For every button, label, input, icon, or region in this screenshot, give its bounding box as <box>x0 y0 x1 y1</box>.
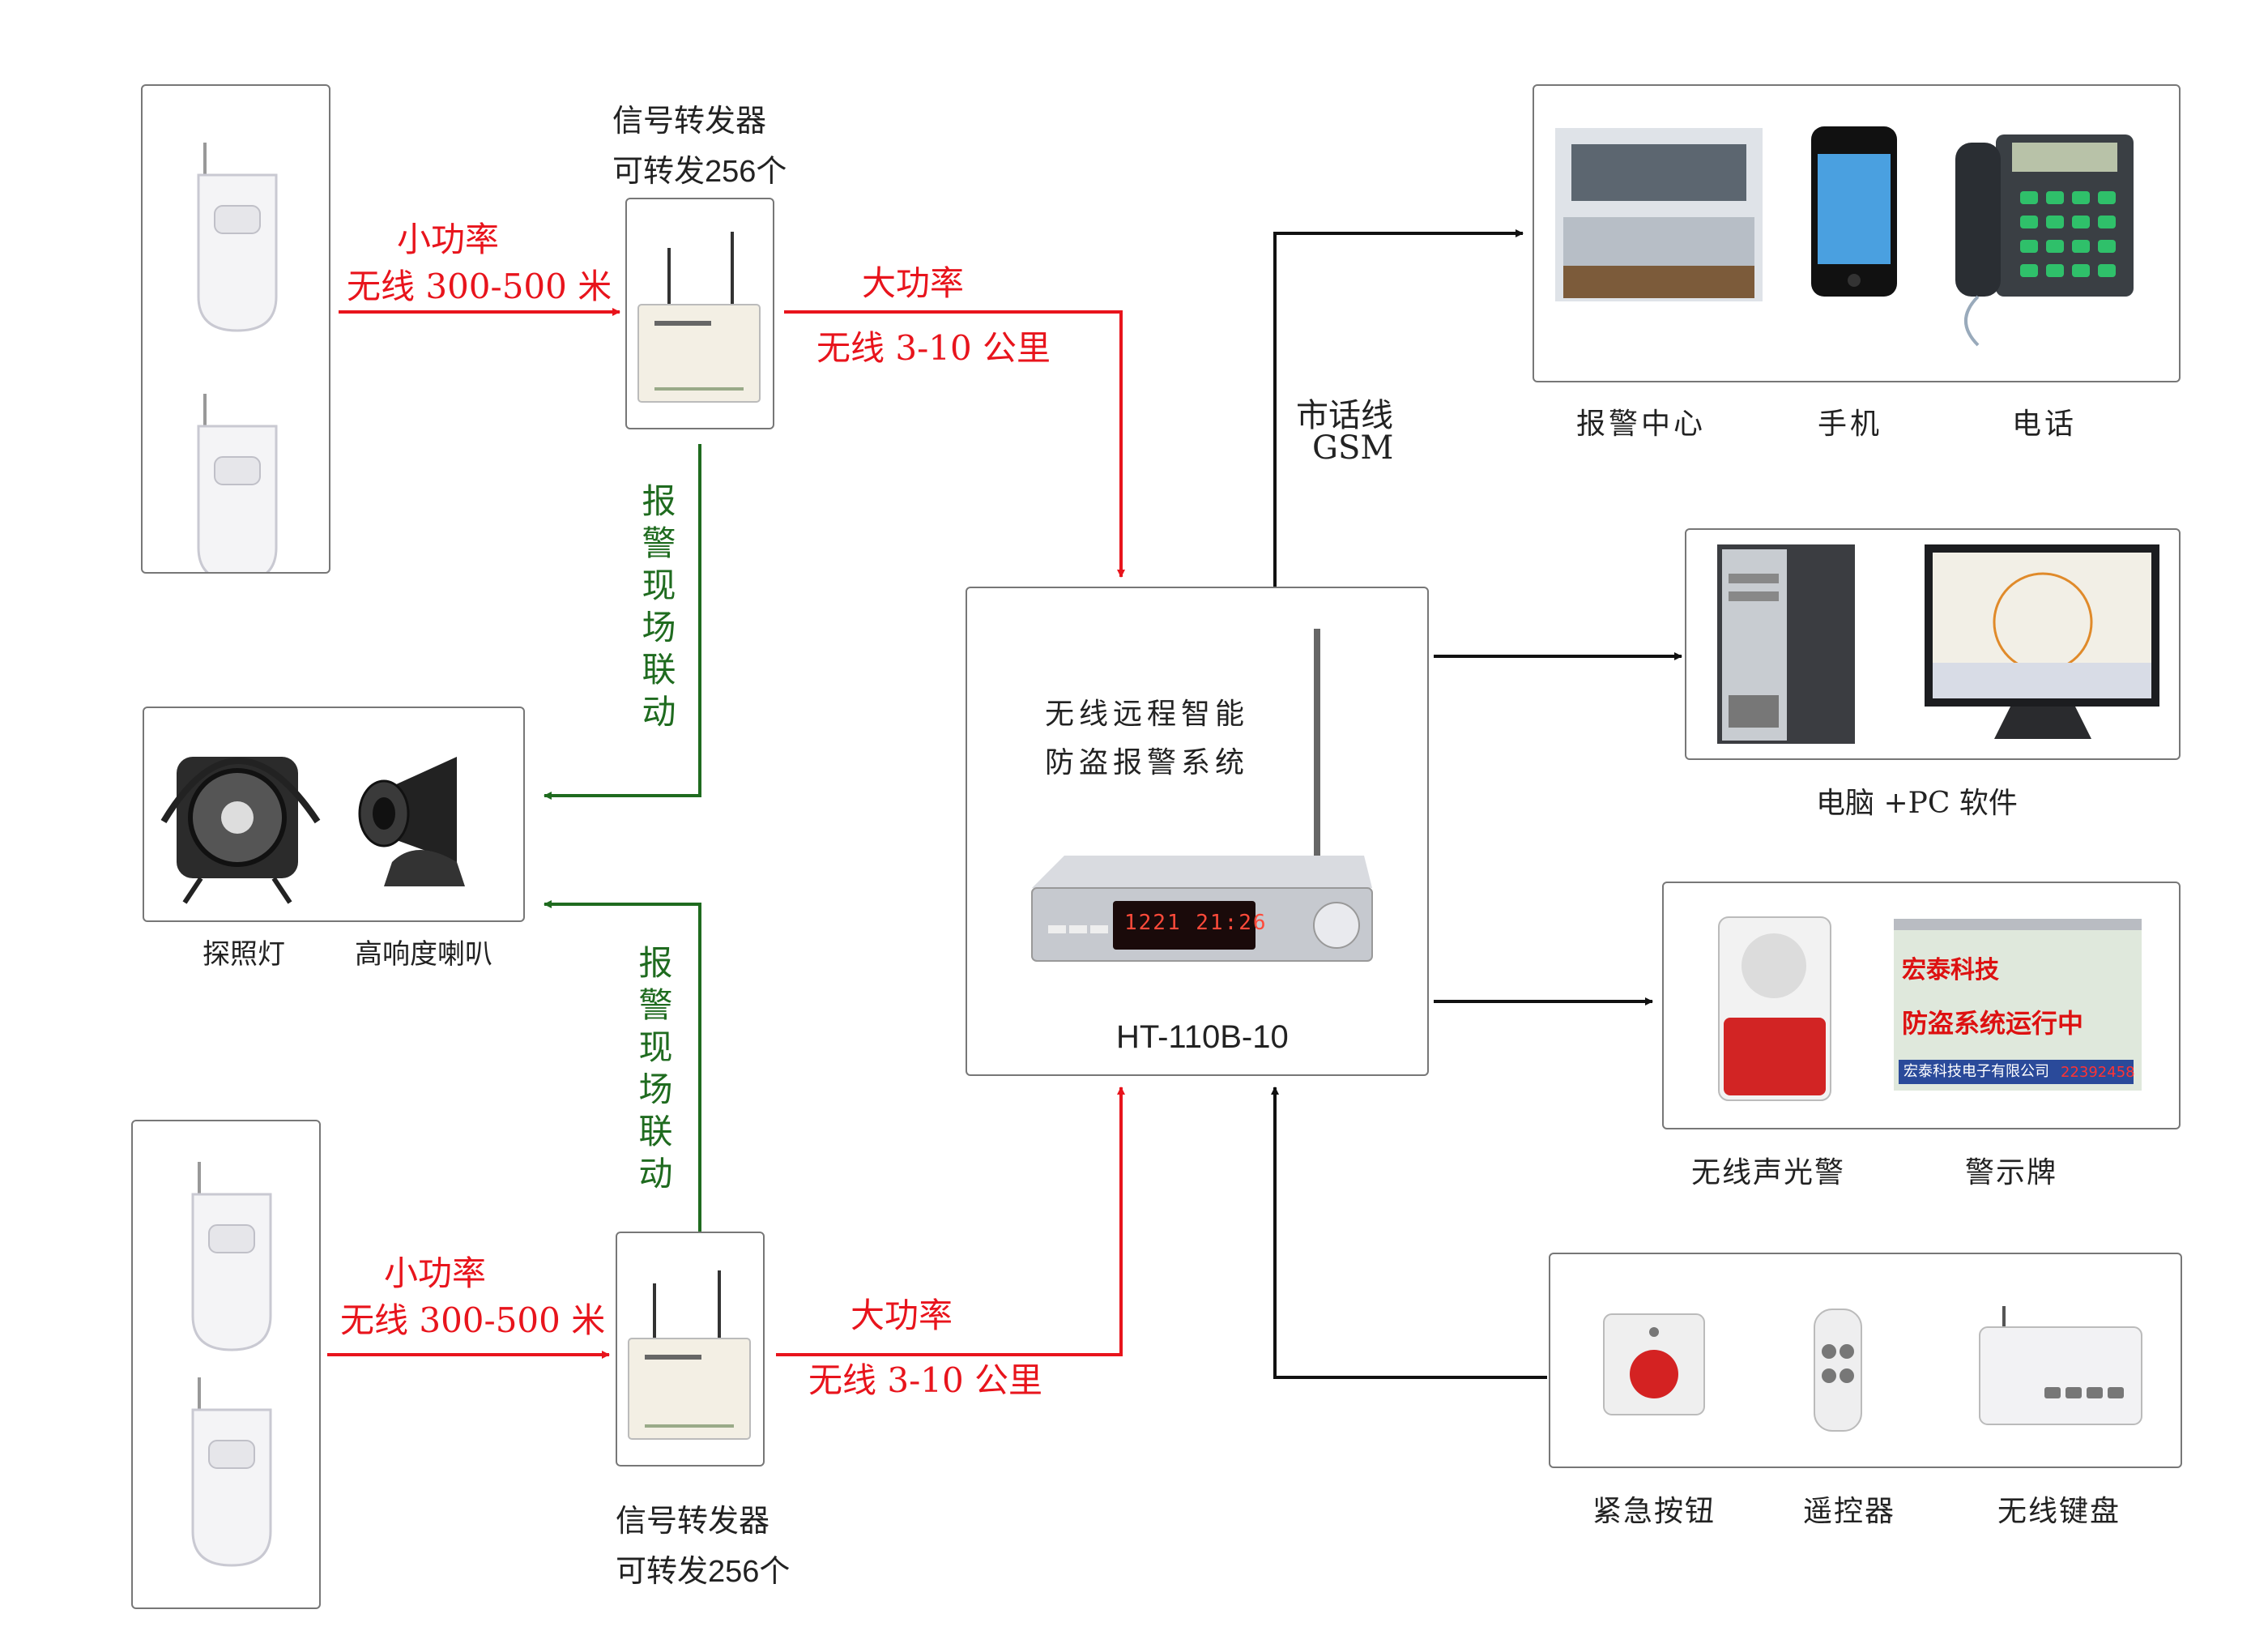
bottom-repeater-title: 信号转发器 <box>616 1505 770 1539</box>
bottom-low-power-label: 小功率 <box>384 1253 487 1293</box>
host-title-line1: 无线远程智能 <box>1045 698 1250 731</box>
siren-label: 无线声光警 <box>1691 1156 1846 1189</box>
alarm-host-device-icon <box>1031 629 1373 962</box>
host-title-line2: 防盗报警系统 <box>1045 746 1250 779</box>
pir-sensor-icon <box>191 1162 272 1567</box>
phone-link-gsm: GSM <box>1312 429 1394 467</box>
warning-output-box: 宏泰科技 防盗系统运行中 宏泰科技电子有限公司 22392458 <box>1662 882 2181 1129</box>
horn-label: 高响度喇叭 <box>355 938 492 971</box>
bottom-high-power-range: 无线 3-10 公里 <box>808 1360 1043 1400</box>
alarm-center-label: 报警中心 <box>1576 408 1707 441</box>
warning-sign-company: 宏泰科技 <box>1902 956 1999 984</box>
top-high-power-label: 大功率 <box>862 263 965 303</box>
mobile-phone-icon <box>1811 126 1897 297</box>
bottom-repeater-capacity: 可转发256个 <box>616 1555 791 1589</box>
wireless-keypad-icon <box>1979 1306 2142 1425</box>
top-repeater-title: 信号转发器 <box>612 105 767 139</box>
repeater-icon <box>637 232 761 403</box>
linkage-bottom-label: 报警现场联动 <box>633 945 673 1198</box>
phone-output-arrow <box>1273 229 1524 588</box>
input-devices-box <box>1549 1253 2182 1468</box>
phone-outputs-box <box>1533 84 2181 382</box>
top-low-power-range: 无线 300-500 米 <box>347 267 612 306</box>
bottom-low-power-range: 无线 300-500 米 <box>340 1300 606 1340</box>
sign-label: 警示牌 <box>1965 1156 2058 1189</box>
top-repeater-capacity: 可转发256个 <box>612 155 787 189</box>
desktop-computer-icon <box>1717 544 1855 744</box>
bottom-repeater-box <box>616 1232 765 1467</box>
siren-strobe-icon <box>1718 916 1831 1101</box>
warning-sign-status: 防盗系统运行中 <box>1902 1008 2084 1039</box>
input-devices-arrow <box>1271 1087 1547 1379</box>
top-high-power-arrow <box>784 310 1125 578</box>
remote-control-icon <box>1814 1309 1862 1432</box>
mobile-label: 手机 <box>1818 408 1883 441</box>
linkage-top-label: 报警现场联动 <box>637 483 676 736</box>
linkage-top-arrow <box>544 444 701 800</box>
remote-control-label: 遥控器 <box>1803 1495 1896 1528</box>
host-display-readout: 1221 21:26 <box>1124 911 1268 935</box>
top-repeater-box <box>625 198 774 429</box>
telephone-icon <box>1955 134 2134 347</box>
monitor-icon <box>1925 544 2159 739</box>
bottom-high-power-label: 大功率 <box>850 1296 953 1335</box>
searchlight-icon <box>160 757 321 904</box>
telephone-label: 电话 <box>2012 408 2078 441</box>
bottom-sensor-group <box>131 1120 321 1609</box>
horn-speaker-icon <box>358 757 465 886</box>
host-model: HT-110B-10 <box>1116 1019 1289 1055</box>
repeater-icon <box>628 1270 751 1440</box>
panic-button-label: 紧急按钮 <box>1592 1495 1716 1528</box>
linkage-bottom-arrow <box>544 900 701 1232</box>
panic-button-icon <box>1603 1313 1705 1415</box>
warning-sign-phone: 22392458 <box>2061 1064 2135 1081</box>
pc-software-label: 电脑 +PC 软件 <box>1816 787 2018 820</box>
top-high-power-range: 无线 3-10 公里 <box>816 328 1051 368</box>
pir-sensor-icon <box>197 143 278 583</box>
warning-sign-footer: 宏泰科技电子有限公司 <box>1904 1063 2049 1080</box>
bottom-high-power-arrow <box>776 1087 1125 1356</box>
alarm-center-icon <box>1555 128 1763 301</box>
phone-link-label: 市话线 <box>1296 397 1393 434</box>
wireless-keypad-label: 无线键盘 <box>1997 1495 2121 1528</box>
host-box: 无线远程智能 防盗报警系统 1221 21:26 HT-110B-10 <box>966 587 1429 1076</box>
pc-output-box <box>1685 528 2181 760</box>
searchlight-label: 探照灯 <box>202 938 285 971</box>
top-low-power-label: 小功率 <box>397 220 500 259</box>
top-sensor-group <box>141 84 330 583</box>
local-alarm-devices-box <box>143 707 525 922</box>
warning-sign: 宏泰科技 防盗系统运行中 宏泰科技电子有限公司 22392458 <box>1894 919 2142 1091</box>
